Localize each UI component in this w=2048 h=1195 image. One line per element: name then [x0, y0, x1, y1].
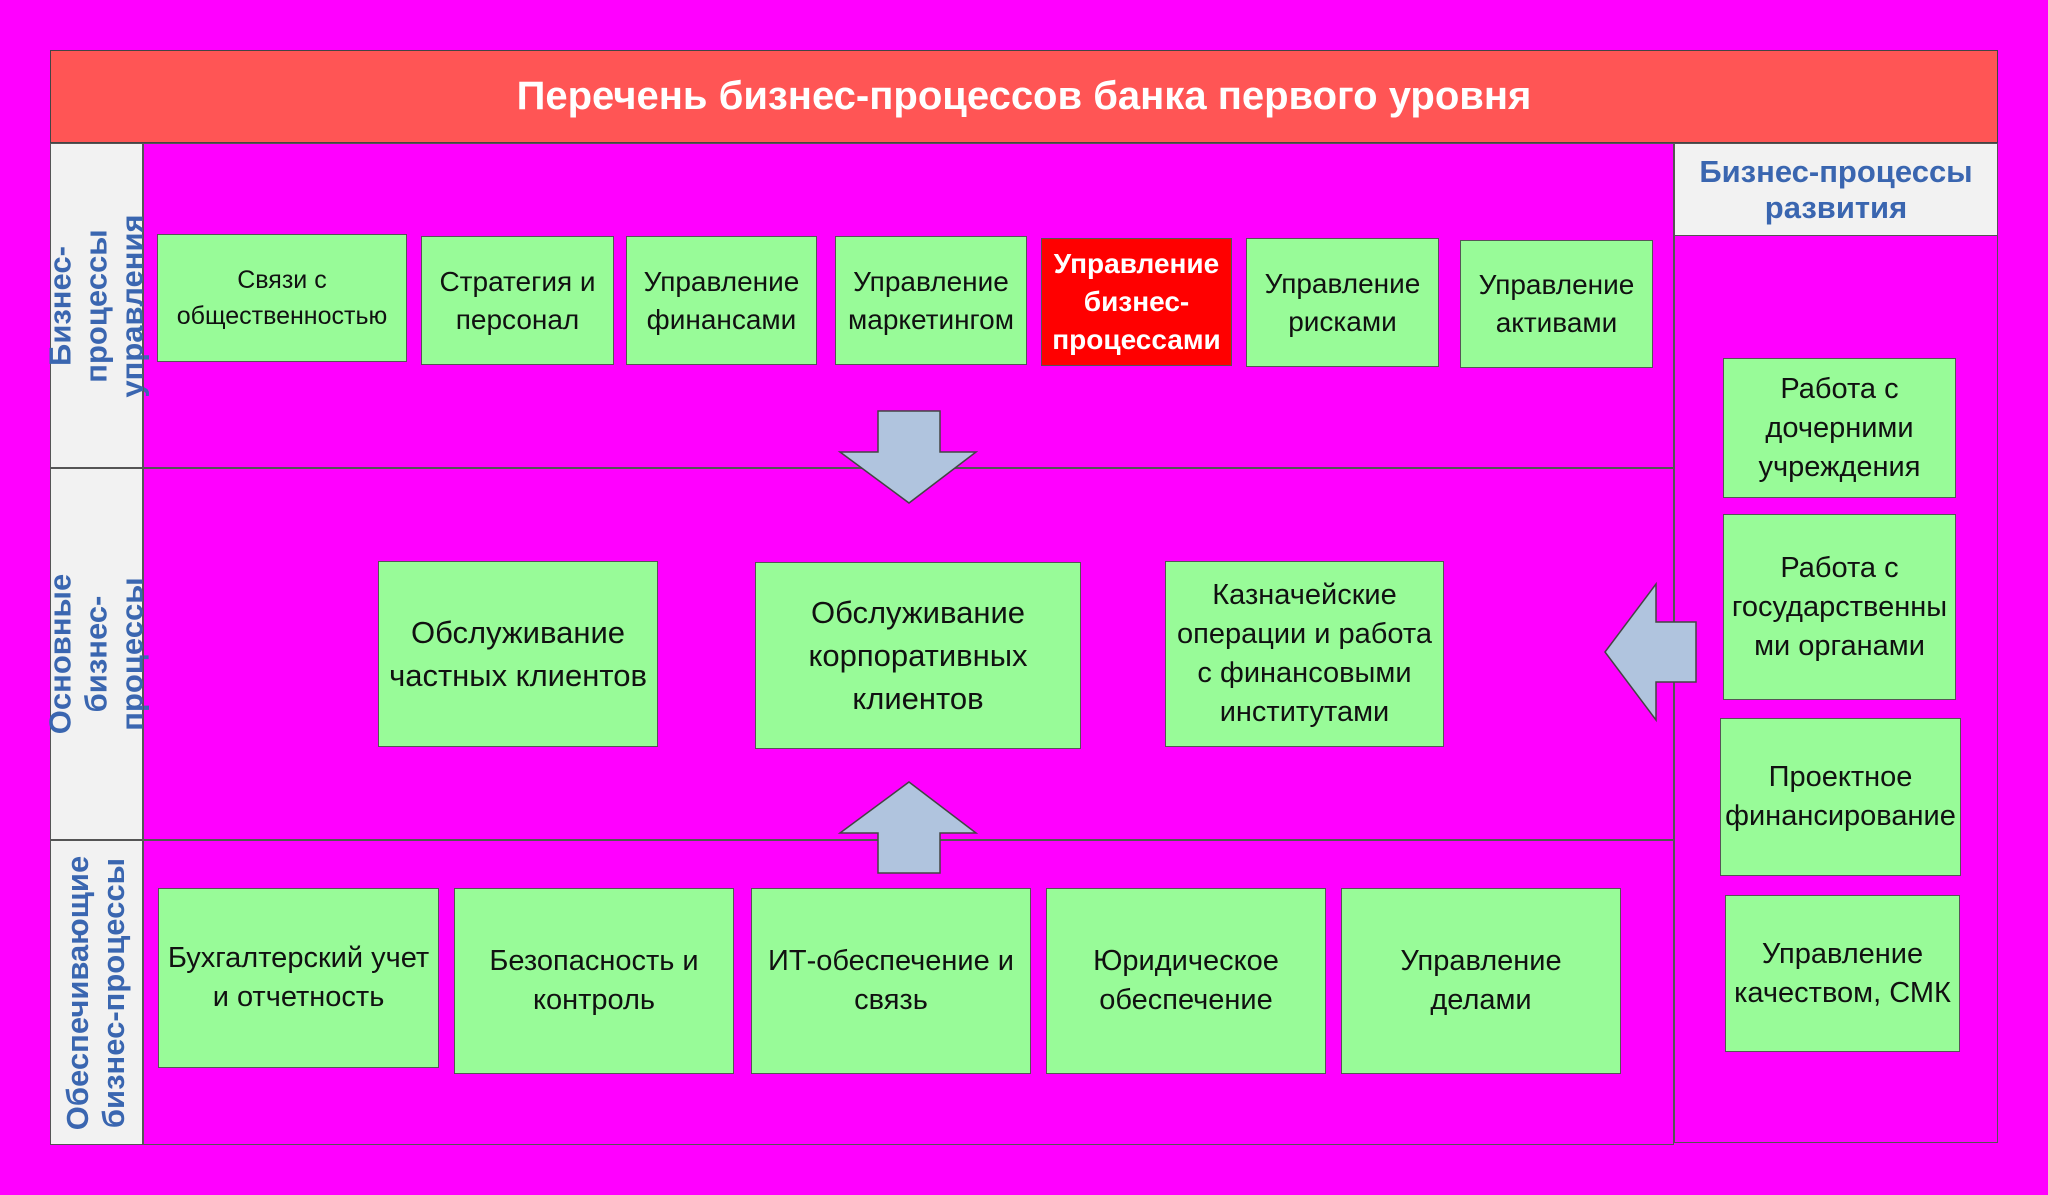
process-box-retail-clients: Обслуживание частных клиентов [378, 561, 658, 747]
support-label-text: Обеспечивающие бизнес-процессы [60, 855, 132, 1130]
process-box-corporate-clients: Обслуживание корпоративных клиентов [755, 562, 1081, 749]
process-box-office-management: Управление делами [1341, 888, 1621, 1074]
process-box-strategy-personnel: Стратегия и персонал [421, 236, 614, 365]
core-label-text: Основные бизнес- процессы [42, 573, 150, 735]
development-label-text: Бизнес-процессы развития [1699, 153, 1973, 225]
process-label: Безопасность и контроль [489, 945, 699, 1016]
up-arrow-icon [837, 781, 979, 874]
core-section-label: Основные бизнес- процессы [43, 468, 150, 840]
process-label: Управление бизнес- процессами [1052, 248, 1221, 355]
process-box-business-process-management: Управление бизнес- процессами [1041, 238, 1232, 366]
process-label: Работа с дочерними учреждения [1758, 372, 1921, 483]
process-label: Работа с государственны ми органами [1731, 551, 1948, 662]
management-section-label: Бизнес-процессы управления [43, 143, 150, 468]
diagram-title: Перечень бизнес-процессов банка первого … [50, 50, 1998, 143]
process-label: Управление маркетингом [848, 265, 1014, 335]
process-box-asset-management: Управление активами [1460, 240, 1653, 368]
process-label: Бухгалтерский учет и отчетность [167, 942, 430, 1013]
process-box-treasury-operations: Казначейские операции и работа с финансо… [1165, 561, 1444, 747]
process-box-risk-management: Управление рисками [1246, 238, 1439, 367]
process-box-security-control: Безопасность и контроль [454, 888, 734, 1074]
process-box-project-finance: Проектное финансирование [1720, 718, 1961, 876]
process-label: Юридическое обеспечение [1093, 945, 1279, 1016]
development-section-label: Бизнес-процессы развития [1674, 143, 1998, 236]
process-box-subsidiaries: Работа с дочерними учреждения [1723, 358, 1956, 498]
down-arrow-icon [837, 410, 979, 504]
process-label: ИТ-обеспечение и связь [768, 945, 1014, 1016]
process-label: Управление делами [1400, 945, 1562, 1016]
left-arrow-icon [1604, 581, 1697, 723]
process-label: Обслуживание корпоративных клиентов [808, 595, 1028, 716]
support-section-label: Обеспечивающие бизнес-процессы [50, 840, 143, 1145]
process-box-public-relations: Связи с общественностью [157, 234, 407, 362]
process-label: Управление рисками [1264, 267, 1421, 337]
process-box-quality-management: Управление качеством, СМК [1725, 895, 1960, 1052]
process-box-government-bodies: Работа с государственны ми органами [1723, 514, 1956, 700]
process-box-it-communications: ИТ-обеспечение и связь [751, 888, 1031, 1074]
process-label: Управление финансами [643, 265, 800, 335]
process-box-marketing-management: Управление маркетингом [835, 236, 1027, 365]
process-box-legal-support: Юридическое обеспечение [1046, 888, 1326, 1074]
process-label: Обслуживание частных клиентов [389, 615, 647, 693]
process-label: Стратегия и персонал [439, 265, 596, 335]
process-label: Управление активами [1478, 269, 1635, 338]
process-label: Связи с общественностью [176, 266, 388, 330]
process-box-finance-management: Управление финансами [626, 236, 817, 365]
process-label: Проектное финансирование [1725, 761, 1956, 832]
process-label: Казначейские операции и работа с финансо… [1177, 579, 1432, 728]
process-label: Управление качеством, СМК [1734, 937, 1951, 1009]
process-box-accounting: Бухгалтерский учет и отчетность [158, 888, 439, 1068]
management-label-text: Бизнес-процессы управления [42, 213, 150, 398]
